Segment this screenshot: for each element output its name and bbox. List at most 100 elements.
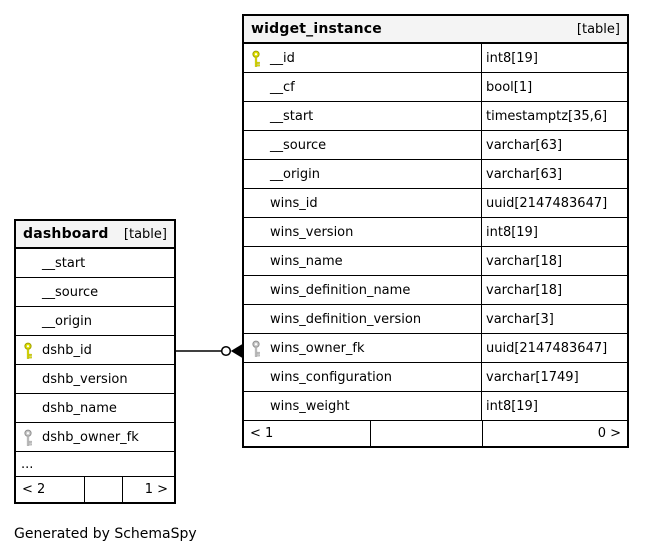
column-row-__source[interactable]: __source varchar[63] [244, 131, 627, 160]
foreign-key-slot [22, 429, 34, 446]
column-name-cell: wins_id [244, 189, 482, 217]
footer-middle-cell [85, 477, 123, 502]
column-row-wins_id[interactable]: wins_id uuid[2147483647] [244, 189, 627, 218]
column-name: dshb_name [42, 400, 117, 416]
column-name-cell: wins_version [244, 218, 482, 246]
column-name: __source [270, 137, 327, 153]
table-header: widget_instance [table] [244, 16, 627, 44]
footer-children-count: < 2 [16, 477, 85, 502]
foreign-key-icon [252, 340, 260, 357]
column-name-cell: dshb_version [16, 365, 174, 393]
column-name-cell: wins_owner_fk [244, 334, 482, 362]
column-row-wins_configuration[interactable]: wins_configuration varchar[1749] [244, 363, 627, 392]
column-name-cell: __start [16, 249, 174, 277]
column-row-wins_definition_name[interactable]: wins_definition_name varchar[18] [244, 276, 627, 305]
zero-cardinality-dot-icon [220, 345, 232, 357]
hidden-columns-ellipsis: ... [16, 452, 174, 477]
column-name-cell: wins_configuration [244, 363, 482, 391]
column-name: wins_configuration [270, 369, 392, 385]
column-name: wins_definition_name [270, 282, 411, 298]
column-name-cell: wins_definition_name [244, 276, 482, 304]
column-name-cell: __source [16, 278, 174, 306]
column-type: uuid[2147483647] [486, 340, 608, 356]
column-type: varchar[18] [486, 253, 563, 269]
column-row-wins_owner_fk[interactable]: wins_owner_fk uuid[2147483647] [244, 334, 627, 363]
table-widget-instance: widget_instance [table] __id int8[19] __cf… [242, 14, 629, 448]
foreign-key-slot [250, 340, 262, 357]
column-name-cell: __id [244, 44, 482, 72]
column-type: bool[1] [486, 79, 533, 95]
column-name: wins_name [270, 253, 343, 269]
table-header: dashboard [table] [16, 221, 174, 249]
column-row-wins_weight[interactable]: wins_weight int8[19] [244, 392, 627, 421]
column-row-wins_version[interactable]: wins_version int8[19] [244, 218, 627, 247]
table-name[interactable]: widget_instance [251, 21, 382, 37]
column-row-__start[interactable]: __start timestamptz[35,6] [244, 102, 627, 131]
footer-middle-cell [371, 421, 483, 446]
column-name: __origin [270, 166, 321, 182]
column-name: __origin [42, 313, 93, 329]
column-row-dshb_owner_fk[interactable]: dshb_owner_fk [16, 423, 174, 452]
footer-parents-count: 1 > [144, 482, 168, 497]
relationship-connector [176, 344, 242, 358]
column-row-__origin[interactable]: __origin varchar[63] [244, 160, 627, 189]
column-type: uuid[2147483647] [486, 195, 608, 211]
column-rows: __id int8[19] __cf bool[1] __start timestampt… [244, 44, 627, 421]
column-name-cell: __cf [244, 73, 482, 101]
column-name: wins_owner_fk [270, 340, 365, 356]
column-type: varchar[63] [486, 137, 563, 153]
column-name-cell: __origin [16, 307, 174, 335]
column-name: wins_weight [270, 398, 350, 414]
column-name: wins_definition_version [270, 311, 422, 327]
table-type-label: [table] [576, 21, 620, 37]
column-type: varchar[3] [486, 311, 554, 327]
column-name-cell: __start [244, 102, 482, 130]
column-row-__cf[interactable]: __cf bool[1] [244, 73, 627, 102]
column-row-dshb_version[interactable]: dshb_version [16, 365, 174, 394]
column-name: dshb_owner_fk [42, 429, 139, 445]
column-type: varchar[63] [486, 166, 563, 182]
primary-key-slot [22, 342, 34, 359]
column-row-dshb_name[interactable]: dshb_name [16, 394, 174, 423]
primary-key-icon [24, 342, 32, 359]
column-row-__origin[interactable]: __origin [16, 307, 174, 336]
generated-by-caption: Generated by SchemaSpy [14, 526, 197, 542]
column-name-cell: __source [244, 131, 482, 159]
column-type: varchar[1749] [486, 369, 579, 385]
column-name: __id [270, 50, 295, 66]
column-name: __source [42, 284, 99, 300]
footer-parents-count: 0 > [597, 426, 621, 441]
column-type: int8[19] [486, 50, 538, 66]
column-type: int8[19] [486, 398, 538, 414]
column-type: timestamptz[35,6] [486, 108, 608, 124]
crows-foot-arrow-icon [230, 344, 242, 358]
column-row-wins_name[interactable]: wins_name varchar[18] [244, 247, 627, 276]
column-name: __start [42, 255, 86, 271]
primary-key-icon [252, 50, 260, 67]
column-name: wins_version [270, 224, 354, 240]
column-row-__start[interactable]: __start [16, 249, 174, 278]
column-name-cell: wins_name [244, 247, 482, 275]
column-type: varchar[18] [486, 282, 563, 298]
column-rows: __start __source __origin dshb_id dshb_versi… [16, 249, 174, 452]
table-footer: < 2 1 > [16, 477, 174, 502]
column-name: __cf [270, 79, 295, 95]
foreign-key-icon [24, 429, 32, 446]
column-name-cell: dshb_name [16, 394, 174, 422]
column-row-wins_definition_version[interactable]: wins_definition_version varchar[3] [244, 305, 627, 334]
column-name: wins_id [270, 195, 318, 211]
column-name: dshb_version [42, 371, 128, 387]
column-name: __start [270, 108, 314, 124]
column-row-__id[interactable]: __id int8[19] [244, 44, 627, 73]
column-name-cell: dshb_id [16, 336, 174, 364]
column-name-cell: __origin [244, 160, 482, 188]
column-name-cell: wins_weight [244, 392, 482, 420]
column-row-dshb_id[interactable]: dshb_id [16, 336, 174, 365]
table-footer: < 1 0 > [244, 421, 627, 446]
column-row-__source[interactable]: __source [16, 278, 174, 307]
column-type: int8[19] [486, 224, 538, 240]
column-name: dshb_id [42, 342, 92, 358]
table-name[interactable]: dashboard [23, 226, 109, 242]
column-name-cell: wins_definition_version [244, 305, 482, 333]
